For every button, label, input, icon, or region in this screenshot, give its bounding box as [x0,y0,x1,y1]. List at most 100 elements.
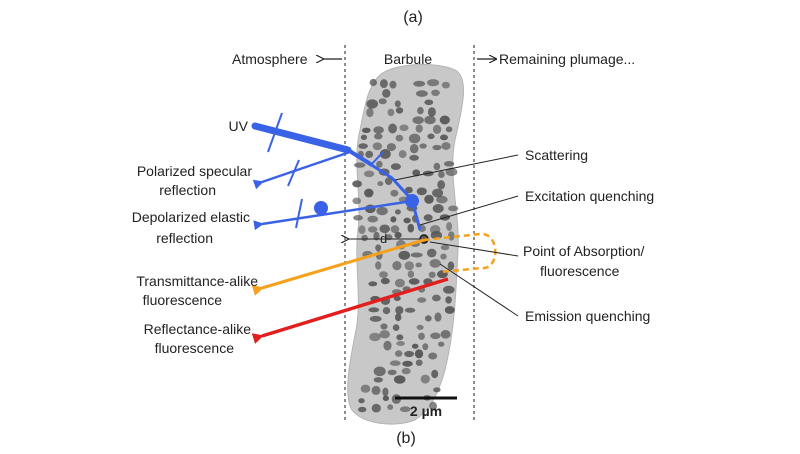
melanosome-granule [424,99,434,106]
melanosome-granule [412,169,421,177]
melanosome-granule [380,277,390,285]
melanosome-granule [441,81,450,89]
melanosome-granule [409,154,419,161]
melanosome-granule [440,244,450,251]
melanosome-granule [438,170,445,179]
melanosome-granule [392,261,402,271]
melanosome-granule [389,80,397,89]
melanosome-granule [379,330,391,339]
melanosome-granule [375,244,382,252]
melanosome-granule [394,100,401,108]
melanosome-granule [360,384,371,393]
transmittance-dashed-loop [423,232,497,274]
melanosome-granule [395,306,404,315]
melanosome-granule [375,261,382,270]
melanosome-granule [413,80,426,87]
melanosome-granule [377,181,384,187]
melanosome-granule [427,107,436,117]
melanosome-granule [387,369,397,376]
emission-pointer [439,263,519,317]
melanosome-granule [440,330,451,339]
melanosome-granule [445,126,453,133]
melanosome-granule [409,144,419,154]
melanosome-granule [395,134,404,142]
melanosome-granule [360,134,368,140]
melanosome-granule [393,295,401,301]
melanosome-granule [352,180,362,188]
absorption-pointer [429,241,519,257]
panel-label-b: (b) [396,430,416,447]
melanosome-granule [393,375,406,384]
melanosome-granule [404,307,416,313]
melanosome-granule [352,197,362,205]
melanosome-granule [387,404,394,410]
melanosome-granule [415,124,423,133]
melanosome-granule [440,134,448,141]
melanosome-granule [420,374,430,384]
melanosome-granule [366,107,374,118]
label-scattering: Scattering [525,147,588,163]
region-atmosphere: Atmosphere [232,51,308,67]
melanosome-granule [396,341,405,346]
melanosome-granule [373,377,383,383]
melanosome-granule [394,278,405,288]
melanosome-granule [373,126,384,134]
melanosome-granule [404,350,414,358]
depolarized-tick [295,198,303,229]
melanosome-granule [369,78,377,87]
melanosome-granule [432,204,444,213]
melanosome-granule [399,124,409,132]
melanosome-granule [398,150,407,159]
melanosome-granule [424,315,432,322]
label-polarized-2: reflection [159,182,216,198]
melanosome-granule [368,307,380,313]
melanosome-granule [353,215,363,221]
melanosome-granule [445,167,458,177]
melanosome-granule [369,315,382,322]
melanosome-granule [405,186,413,194]
label-absorption-2: fluorescence [540,263,620,279]
melanosome-granule [416,187,427,196]
melanosome-granule [443,161,455,167]
melanosome-granule [396,334,404,341]
melanosome-granule [433,162,441,171]
melanosome-granule [371,385,381,395]
melanosome-granule [374,133,383,140]
melanosome-granule [417,297,427,303]
melanosome-granule [362,127,371,133]
melanosome-granule [376,206,388,216]
label-transmittance-2: fluorescence [143,292,223,308]
melanosome-granule [443,285,455,294]
melanosome-granule [368,281,378,287]
melanosome-granule [358,143,368,149]
melanosome-granule [432,144,442,151]
label-uv: UV [229,118,249,134]
reflectance-fluorescence-arrow [251,277,449,344]
melanosome-granule [390,225,400,234]
melanosome-granule [392,324,400,331]
label-excitation-quenching: Excitation quenching [525,188,654,204]
melanosome-granule [395,107,404,114]
melanosome-granule [402,360,413,367]
specular-polarization-tick [287,159,300,187]
region-barbule: Barbule [384,51,432,67]
melanosome-granule [404,261,414,271]
melanosome-granule [401,367,411,375]
scattering-pointer [394,154,519,181]
melanosome-granule [353,162,366,168]
melanosome-granule [394,209,401,215]
melanosome-granule [382,307,391,315]
melanosome-granule [418,332,425,340]
depolarized-reflection-arrow [253,199,413,231]
melanosome-granule [422,343,429,351]
melanosome-granule [415,359,423,366]
melanosome-granule [364,188,374,198]
melanosome-granule [378,98,387,105]
melanosome-granule [431,369,439,379]
melanosome-granule [395,350,403,357]
specular-reflection-arrow [252,150,351,190]
melanosome-granule [386,143,396,152]
label-depolarized-2: reflection [156,230,213,246]
melanosome-granule [444,306,455,314]
melanosome-granule [407,270,415,278]
